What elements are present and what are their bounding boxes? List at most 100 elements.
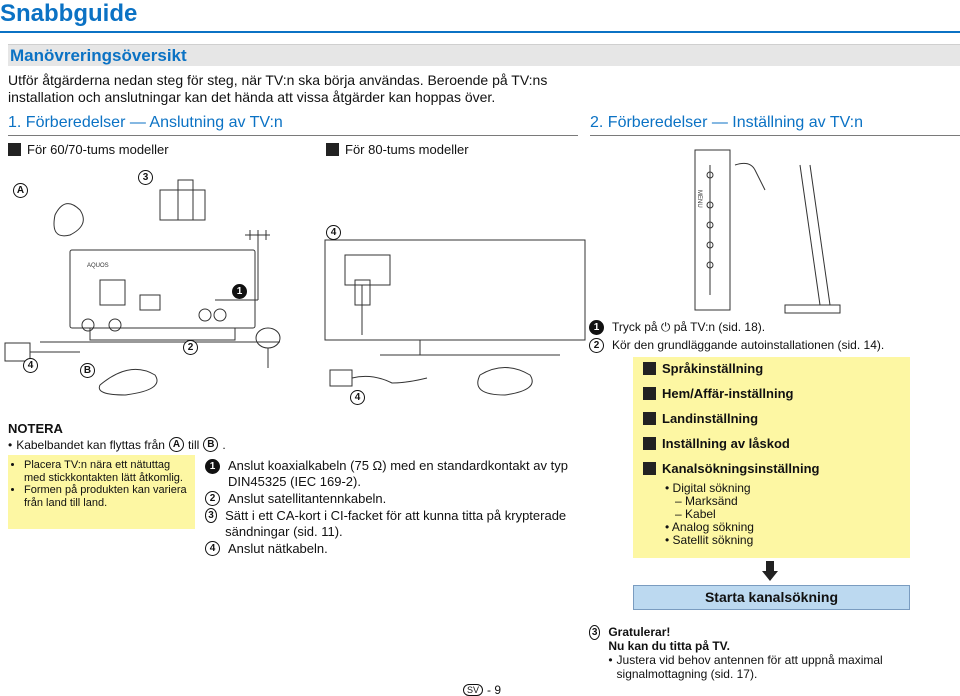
square-bullet-icon bbox=[643, 387, 656, 400]
label-a-badge: A bbox=[13, 183, 28, 198]
tip-item: Formen på produkten kan variera från lan… bbox=[24, 484, 189, 509]
note-label-b: B bbox=[203, 437, 219, 452]
model-80-label: För 80-tums modeller bbox=[345, 142, 469, 157]
square-bullet-icon bbox=[643, 362, 656, 375]
setup-step-label: Inställning av låskod bbox=[662, 436, 790, 451]
tv-side-diagram: MENU bbox=[690, 145, 840, 315]
connection-step: 1 Anslut koaxialkabeln (75 Ω) med en sta… bbox=[205, 458, 585, 490]
note-text: • Kabelbandet kan flyttas från A till B … bbox=[8, 437, 226, 452]
tips-box: Placera TV:n nära ett nätuttag med stick… bbox=[8, 455, 195, 529]
page-number: SV - 9 bbox=[463, 683, 501, 696]
label-4-badge-80: 4 bbox=[350, 390, 365, 405]
congrats-num: 3 bbox=[589, 625, 601, 640]
start-channel-search-button[interactable]: Starta kanalsökning bbox=[633, 585, 910, 610]
option-bullet: • bbox=[665, 520, 670, 534]
note-heading: NOTERA bbox=[8, 421, 63, 436]
step-text: Anslut nätkabeln. bbox=[228, 541, 328, 556]
tv-back-80 bbox=[325, 240, 585, 340]
setup-step: Hem/Affär-inställning bbox=[643, 386, 900, 401]
bullet: • bbox=[608, 653, 613, 667]
search-options: • Digital sökning – Marksänd – Kabel • A… bbox=[665, 482, 900, 547]
step-num: 4 bbox=[205, 541, 220, 556]
setup-step-label: Kanalsökningsinställning bbox=[662, 461, 820, 476]
square-bullet-icon bbox=[643, 412, 656, 425]
option-bullet: • bbox=[665, 481, 670, 495]
step2-num: 1 bbox=[589, 320, 604, 335]
connection-step: 4 Anslut nätkabeln. bbox=[205, 541, 585, 557]
congrats-bullet-text: Justera vid behov antennen för att uppnå… bbox=[616, 653, 883, 681]
option-bullet: • bbox=[665, 533, 670, 547]
option-text: Digital sökning bbox=[672, 481, 751, 495]
model-60-70-header: För 60/70-tums modeller bbox=[8, 142, 169, 157]
option-text: Satellit sökning bbox=[672, 533, 754, 547]
step-text: Anslut koaxialkabeln (75 Ω) med en stand… bbox=[228, 458, 568, 489]
option-bullet: – bbox=[675, 507, 682, 521]
congrats-section: 3 Gratulerar! Nu kan du titta på TV. • J… bbox=[589, 625, 909, 681]
congrats-row: 3 Gratulerar! Nu kan du titta på TV. • J… bbox=[589, 625, 909, 681]
setup-step: Landinställning bbox=[643, 411, 900, 426]
step2-num: 2 bbox=[589, 338, 604, 353]
tv-brand-label: AQUOS bbox=[87, 263, 109, 269]
note-label-a: A bbox=[168, 437, 184, 452]
square-bullet-icon bbox=[326, 143, 339, 156]
option-bullet: – bbox=[675, 494, 682, 508]
label-3-badge: 3 bbox=[138, 170, 153, 185]
step1-divider bbox=[8, 135, 578, 136]
page-number-text: - 9 bbox=[487, 683, 502, 696]
congrats-body: Gratulerar! Nu kan du titta på TV. • Jus… bbox=[608, 625, 909, 681]
square-bullet-icon bbox=[643, 437, 656, 450]
search-option: • Digital sökning bbox=[665, 482, 900, 495]
setup-step-label: Språkinställning bbox=[662, 361, 764, 376]
label-4-badge: 4 bbox=[326, 225, 341, 240]
section-header: Manövreringsöversikt bbox=[8, 44, 960, 66]
step2-item: 1 Tryck på ⏻ på TV:n (sid. 18). bbox=[589, 320, 959, 335]
setup-step: Kanalsökningsinställning bbox=[643, 461, 900, 476]
search-option: – Marksänd bbox=[675, 495, 900, 508]
step2-text: Kör den grundläggande autoinstallationen… bbox=[612, 338, 885, 352]
bullet: • bbox=[8, 437, 13, 452]
model-60-70-label: För 60/70-tums modeller bbox=[27, 142, 169, 157]
step-num: 1 bbox=[205, 459, 220, 474]
setup-step-label: Hem/Affär-inställning bbox=[662, 386, 794, 401]
step2-item: 2 Kör den grundläggande autoinstallation… bbox=[589, 338, 959, 353]
congrats-bullet: • Justera vid behov antennen för att upp… bbox=[608, 653, 909, 681]
section-title: Manövreringsöversikt bbox=[10, 46, 187, 65]
step-text: Anslut satellitantennkabeln. bbox=[228, 491, 387, 506]
square-bullet-icon bbox=[8, 143, 21, 156]
title-divider bbox=[0, 31, 960, 33]
down-arrow-icon bbox=[762, 561, 778, 581]
connection-diagram: AQUOS bbox=[0, 160, 590, 420]
label-1-badge: 1 bbox=[232, 284, 247, 299]
setup-step-label: Landinställning bbox=[662, 411, 759, 426]
note-prefix: Kabelbandet kan flyttas från bbox=[16, 437, 165, 452]
tip-item: Placera TV:n nära ett nätuttag med stick… bbox=[24, 459, 189, 484]
connection-step: 2 Anslut satellitantennkabeln. bbox=[205, 491, 585, 507]
connection-step: 3 Sätt i ett CA-kort i CI-facket för att… bbox=[205, 508, 585, 540]
label-b-badge: B bbox=[80, 363, 95, 378]
search-option: – Kabel bbox=[675, 508, 900, 521]
square-bullet-icon bbox=[643, 462, 656, 475]
option-text: Marksänd bbox=[685, 494, 738, 508]
tv-stand-60-70 bbox=[90, 328, 235, 340]
label-4-badge-left: 4 bbox=[23, 358, 38, 373]
search-option: • Analog sökning bbox=[665, 521, 900, 534]
period: . bbox=[222, 437, 226, 452]
step-text: Sätt i ett CA-kort i CI-facket för att k… bbox=[225, 508, 567, 539]
tv-back-60-70 bbox=[70, 250, 255, 328]
congrats-subtitle: Nu kan du titta på TV. bbox=[608, 639, 730, 653]
setup-box: Språkinställning Hem/Affär-inställning L… bbox=[633, 357, 910, 558]
menu-label: MENU bbox=[696, 190, 702, 208]
setup-step: Språkinställning bbox=[643, 361, 900, 376]
label-2-badge: 2 bbox=[183, 340, 198, 355]
intro-text: Utför åtgärderna nedan steg för steg, nä… bbox=[8, 72, 548, 105]
step1-heading: 1. Förberedelser — Anslutning av TV:n bbox=[8, 114, 283, 131]
language-badge: SV bbox=[463, 684, 484, 696]
option-text: Kabel bbox=[685, 507, 716, 521]
step-num: 3 bbox=[205, 508, 218, 523]
congrats-title: Gratulerar! bbox=[608, 625, 671, 639]
setup-step: Inställning av låskod bbox=[643, 436, 900, 451]
step2-list: 1 Tryck på ⏻ på TV:n (sid. 18). 2 Kör de… bbox=[589, 320, 959, 353]
connection-steps: 1 Anslut koaxialkabeln (75 Ω) med en sta… bbox=[205, 458, 585, 558]
search-option: • Satellit sökning bbox=[665, 534, 900, 547]
page-title: Snabbguide bbox=[0, 0, 138, 27]
